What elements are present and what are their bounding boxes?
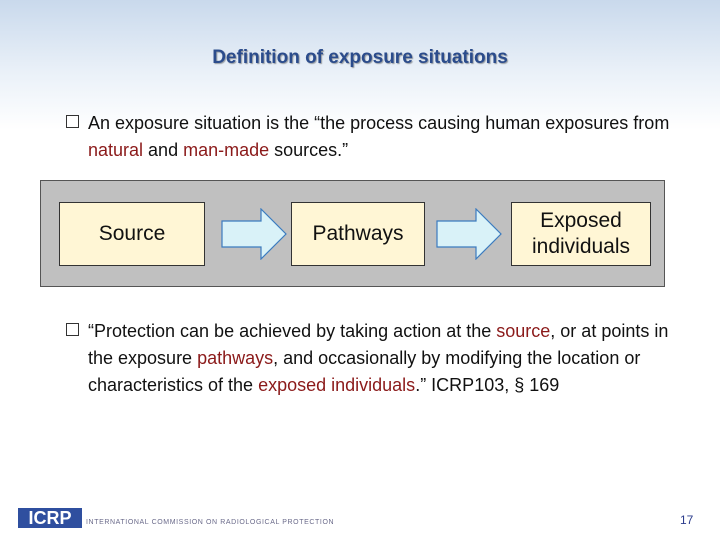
- exposed-individuals-node: Exposed individuals: [511, 202, 651, 266]
- bullet2-text-part2: , or at points in the exposure: [88, 321, 669, 368]
- exposed-node-line1: Exposed: [540, 209, 622, 232]
- exposure-pathway-diagram: Source Pathways Exposed individuals: [40, 180, 665, 287]
- bullet-definition: An exposure situation is the “the proces…: [66, 110, 686, 164]
- highlight-exposed-individuals: exposed individuals: [258, 375, 416, 395]
- bullet1-text-and: and: [143, 140, 184, 160]
- checkbox-bullet-icon: [66, 115, 79, 128]
- right-arrow-icon: [436, 208, 502, 260]
- checkbox-bullet-icon: [66, 323, 79, 336]
- icrp-logo: ICRP: [18, 508, 82, 528]
- page-number: 17: [680, 513, 694, 527]
- bullet-protection-quote: “Protection can be achieved by taking ac…: [66, 318, 686, 399]
- icrp-logo-text: ICRP: [28, 508, 71, 528]
- bullet2-text-part1: “Protection can be achieved by taking ac…: [88, 321, 497, 341]
- bullet-protection-text: “Protection can be achieved by taking ac…: [88, 318, 686, 399]
- source-node: Source: [59, 202, 205, 266]
- highlight-man-made: man-made: [183, 140, 270, 160]
- bullet2-text-part4: .” ICRP103, § 169: [415, 375, 560, 395]
- highlight-natural: natural: [88, 140, 144, 160]
- right-arrow-icon: [221, 208, 287, 260]
- pathways-node: Pathways: [291, 202, 425, 266]
- bullet1-text-part1: An exposure situation is the “the proces…: [88, 113, 670, 133]
- bullet1-text-part2: sources.”: [269, 140, 349, 160]
- highlight-pathways: pathways: [197, 348, 274, 368]
- bullet-definition-text: An exposure situation is the “the proces…: [88, 110, 686, 164]
- bullet2-text-part3: , and occasionally by modifying the loca…: [88, 348, 641, 395]
- highlight-source: source: [496, 321, 551, 341]
- exposed-node-line2: individuals: [531, 235, 631, 258]
- slide-title: Definition of exposure situations: [212, 47, 508, 68]
- footer-organization: INTERNATIONAL COMMISSION ON RADIOLOGICAL…: [86, 519, 335, 526]
